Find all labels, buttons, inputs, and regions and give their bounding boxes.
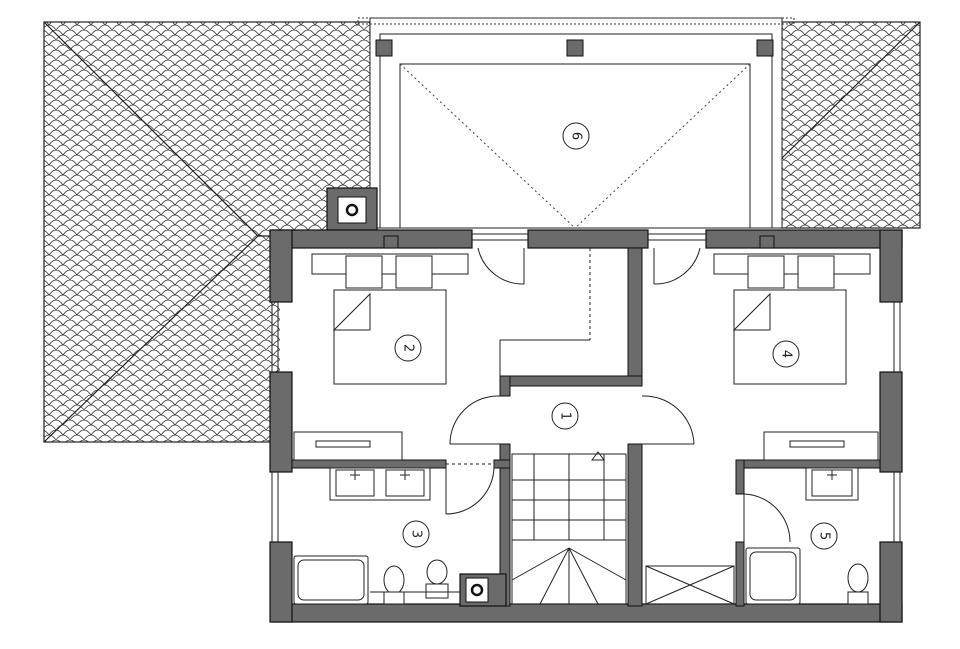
bedroom-2-furniture <box>293 253 469 461</box>
room-label-4: 4 <box>772 340 800 368</box>
landing <box>645 565 735 605</box>
bathroom-3-fixtures <box>293 467 460 605</box>
room-label-5: 5 <box>810 522 838 550</box>
stairs <box>499 248 627 605</box>
bedroom-4-furniture <box>713 253 879 461</box>
chimney-bottom <box>459 573 507 607</box>
chimney-top <box>326 187 378 231</box>
interior-walls <box>291 247 881 607</box>
bathroom-5-fixtures <box>745 467 869 605</box>
room-label-3: 3 <box>402 520 430 548</box>
windows <box>271 233 901 542</box>
svg-text:5: 5 <box>817 532 832 540</box>
roof-right <box>781 21 921 229</box>
doors <box>445 247 791 543</box>
svg-text:2: 2 <box>401 344 416 352</box>
svg-text:1: 1 <box>558 412 573 420</box>
svg-text:6: 6 <box>569 132 584 140</box>
room-label-1: 1 <box>551 402 579 430</box>
room-label-2: 2 <box>394 334 422 362</box>
room-label-6: 6 <box>562 122 590 150</box>
svg-text:4: 4 <box>779 350 794 358</box>
svg-text:3: 3 <box>409 530 424 538</box>
